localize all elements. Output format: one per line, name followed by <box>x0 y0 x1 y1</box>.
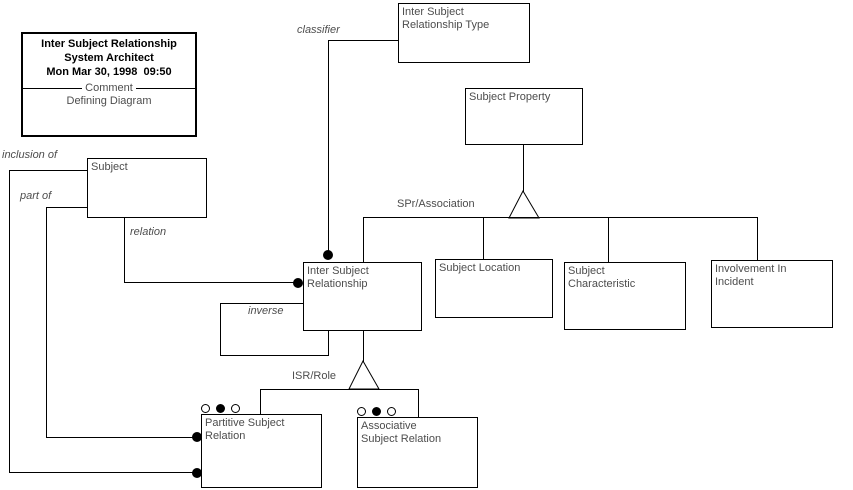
spr-root-line <box>523 145 524 192</box>
timestamp: Mon Mar 30, 1998 09:50 <box>46 66 172 78</box>
associative-mode-circle-open-2 <box>387 407 396 416</box>
spr-supertype-triangle-icon <box>508 190 540 219</box>
entity-label: Subject Location <box>439 262 521 274</box>
subtype-label-isr-role: ISR/Role <box>292 370 337 382</box>
entity-subject-location[interactable]: Subject Location <box>435 259 553 318</box>
relation-endpoint-dot <box>293 278 303 288</box>
isr-drop-partitive <box>260 389 261 414</box>
part-of-line-v <box>46 207 47 438</box>
classifier-line-h <box>328 40 398 41</box>
isr-supertype-triangle-icon <box>348 360 380 390</box>
isr-subtype-bar <box>260 389 418 390</box>
inverse-loop-right <box>328 331 329 356</box>
inverse-loop-left <box>220 303 221 356</box>
inclusion-of-line-h-bottom <box>9 472 196 473</box>
relationship-label-relation: relation <box>130 226 167 238</box>
inclusion-of-endpoint-dot <box>192 468 202 478</box>
relationship-label-inclusion-of: inclusion of <box>2 149 58 161</box>
part-of-line-h-top <box>46 207 87 208</box>
spr-drop-involvement <box>757 217 758 260</box>
classifier-endpoint-dot <box>323 250 333 260</box>
entity-label: Subject <box>91 161 128 173</box>
spr-subtype-bar <box>363 217 758 218</box>
diagram-title-box[interactable]: Inter Subject Relationship System Archit… <box>21 32 197 137</box>
relationship-label-part-of: part of <box>20 190 52 202</box>
entity-subject-characteristic[interactable]: Subject Characteristic <box>564 262 686 330</box>
comment-divider: Comment <box>23 82 195 94</box>
divider-rule-right <box>135 87 195 89</box>
divider-rule-left <box>23 87 83 89</box>
entity-subject[interactable]: Subject <box>87 158 207 218</box>
diagram-title: Inter Subject Relationship <box>41 38 177 50</box>
isr-drop-associative <box>418 389 419 417</box>
associative-mode-circle-filled <box>372 407 381 416</box>
inverse-loop-top <box>220 303 303 304</box>
entity-label: Inter Subject Relationship Type <box>402 6 490 31</box>
entity-label: Partitive Subject Relation <box>205 417 285 442</box>
spr-drop-isr <box>363 217 364 262</box>
entity-subject-property[interactable]: Subject Property <box>465 88 583 145</box>
entity-associative-subject-relation[interactable]: Associative Subject Relation <box>357 417 478 488</box>
partitive-mode-circle-open-2 <box>231 404 240 413</box>
entity-inter-subject-relationship[interactable]: Inter Subject Relationship <box>303 262 422 331</box>
relation-line-v <box>124 218 125 283</box>
isr-root-line <box>363 331 364 362</box>
entity-involvement-in-incident[interactable]: Involvement In Incident <box>711 260 833 328</box>
spr-drop-subject-location <box>483 217 484 260</box>
relation-line-h <box>124 282 298 283</box>
inclusion-of-line-v <box>9 170 10 473</box>
entity-label: Subject Characteristic <box>568 265 636 290</box>
comment-text: Defining Diagram <box>66 95 152 107</box>
associative-mode-circle-open-1 <box>357 407 366 416</box>
spr-drop-subject-characteristic <box>608 217 609 263</box>
entity-label: Subject Property <box>469 91 551 103</box>
entity-inter-subject-relationship-type[interactable]: Inter Subject Relationship Type <box>398 3 530 63</box>
relationship-label-classifier: classifier <box>297 24 340 36</box>
part-of-endpoint-dot <box>192 432 202 442</box>
inclusion-of-line-h-top <box>9 170 87 171</box>
relationship-label-inverse: inverse <box>248 305 284 317</box>
entity-partitive-subject-relation[interactable]: Partitive Subject Relation <box>201 414 322 488</box>
subtype-label-spr-association: SPr/Association <box>397 198 475 210</box>
partitive-mode-circle-filled <box>216 404 225 413</box>
comment-divider-label: Comment <box>85 82 133 94</box>
tool-name: System Architect <box>64 52 154 64</box>
entity-label: Inter Subject Relationship <box>307 265 369 290</box>
inverse-loop-bottom <box>220 355 329 356</box>
part-of-line-h-bottom <box>46 437 196 438</box>
entity-label: Associative Subject Relation <box>361 420 442 445</box>
partitive-mode-circle-open-1 <box>201 404 210 413</box>
entity-label: Involvement In Incident <box>715 263 787 288</box>
classifier-line-v <box>328 40 329 255</box>
